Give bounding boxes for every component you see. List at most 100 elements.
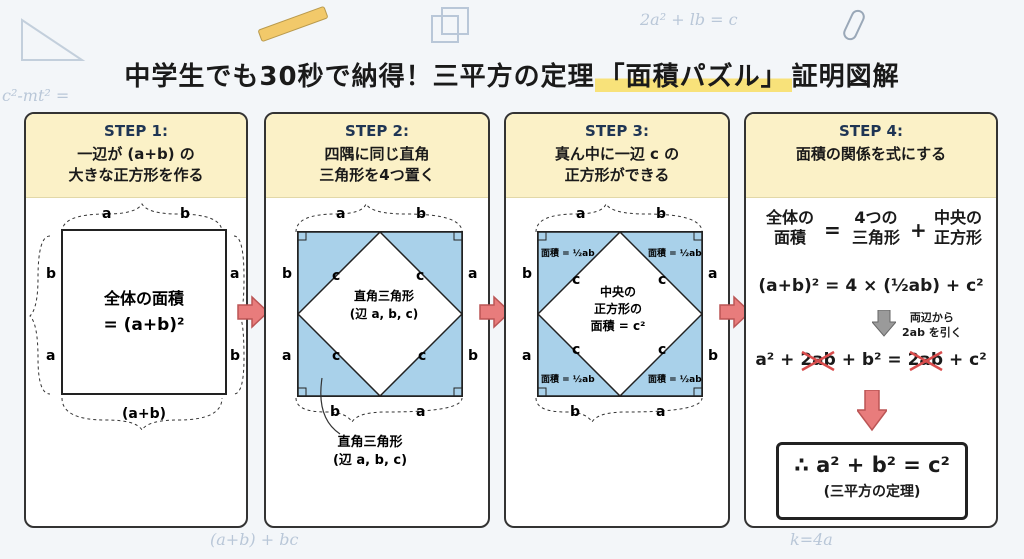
pencil-doodle bbox=[258, 6, 328, 42]
step4-body: 全体の 面積 = 4つの 三角形 + 中央の 正方形 (a+b)² = 4 × … bbox=[746, 198, 996, 524]
right-side-b: b bbox=[708, 348, 718, 364]
eq2-part-b: + b² = bbox=[835, 350, 908, 370]
arrow-right-icon bbox=[237, 295, 270, 329]
word-center-2: 正方形 bbox=[933, 228, 982, 247]
cancel-term-right: 2ab bbox=[908, 350, 943, 372]
step3-header: STEP 3: 真ん中に一辺 c の 正方形ができる bbox=[506, 114, 728, 198]
subtract-note: 両辺から 2ab を引く bbox=[902, 310, 962, 340]
arrow-down-icon bbox=[857, 390, 887, 432]
step1-label: STEP 1: bbox=[104, 122, 168, 140]
arrow-right-icon bbox=[719, 295, 752, 329]
step2-desc-line2: 三角形を4つ置く bbox=[319, 166, 435, 184]
step3-panel: STEP 3: 真ん中に一辺 c の 正方形ができる 面積 = ½ab 面積 =… bbox=[504, 112, 730, 528]
step2-panel: STEP 2: 四隅に同じ直角 三角形を4つ置く a b b a a b c c… bbox=[264, 112, 490, 528]
step1-panel: STEP 1: 一辺が (a+b) の 大きな正方形を作る a b b a a … bbox=[24, 112, 248, 528]
arrow-down-icon bbox=[872, 310, 896, 337]
subtract-note-1: 両辺から bbox=[909, 311, 954, 324]
formula-doodle: c²-mt² = bbox=[2, 86, 70, 105]
word-whole: 全体の 面積 bbox=[760, 208, 820, 248]
result-box: ∴ a² + b² = c² (三平方の定理) bbox=[776, 442, 968, 520]
left-side-a: a bbox=[282, 348, 291, 364]
word-triangles-2: 三角形 bbox=[851, 228, 900, 247]
hyp-c-4: c bbox=[418, 348, 426, 364]
step1-header: STEP 1: 一辺が (a+b) の 大きな正方形を作る bbox=[26, 114, 246, 198]
step1-diagram: a b b a a b 全体の面積 = (a+b)² (a+b) bbox=[29, 203, 245, 431]
tri-area-1: 面積 = ½ab bbox=[541, 247, 595, 259]
left-side-b: b bbox=[282, 266, 292, 282]
equation-cancel: a² + 2ab + b² = 2ab + c² bbox=[746, 350, 996, 372]
subtract-note-2: 2ab を引く bbox=[902, 326, 962, 339]
hyp-c-3: c bbox=[332, 348, 340, 364]
word-triangles-1: 4つの bbox=[854, 208, 898, 227]
word-center: 中央の 正方形 bbox=[926, 208, 990, 248]
triangle-label: 直角三角形 bbox=[354, 288, 414, 303]
word-plus: + bbox=[910, 218, 927, 242]
callout-label: 直角三角形 bbox=[337, 434, 402, 450]
whole-area-formula: = (a+b)² bbox=[103, 315, 184, 335]
right-side-a: a bbox=[468, 266, 477, 282]
tri-area-4: 面積 = ½ab bbox=[648, 373, 702, 385]
word-triangles: 4つの 三角形 bbox=[844, 208, 908, 248]
tri-area-3: 面積 = ½ab bbox=[541, 373, 595, 385]
word-center-1: 中央の bbox=[933, 208, 982, 227]
word-whole-1: 全体の bbox=[765, 208, 814, 227]
arrow-right-icon bbox=[479, 295, 512, 329]
hyp-c-2: c bbox=[658, 272, 666, 288]
step3-desc-line2: 正方形ができる bbox=[564, 166, 670, 184]
step2-diagram: a b b a a b c c c c 直角三角形 (辺 a, b, c) b … bbox=[282, 202, 478, 468]
step2-label: STEP 2: bbox=[345, 122, 409, 140]
step4-desc: 面積の関係を式にする bbox=[795, 145, 947, 163]
step3-diagram: 面積 = ½ab 面積 = ½ab 面積 = ½ab 面積 = ½ab a b … bbox=[522, 202, 718, 423]
left-side-b: b bbox=[522, 266, 532, 282]
hyp-c-1: c bbox=[572, 272, 580, 288]
cross-icon bbox=[908, 350, 943, 372]
eq2-part-c: + c² bbox=[943, 350, 987, 370]
top-side-b: b bbox=[416, 206, 426, 222]
word-equals: = bbox=[824, 218, 841, 242]
bottom-side-a: a bbox=[416, 404, 425, 420]
step1-desc-line2: 大きな正方形を作る bbox=[68, 166, 204, 184]
bottom-side-label: (a+b) bbox=[122, 406, 166, 422]
result-note: (三平方の定理) bbox=[823, 484, 921, 500]
top-side-a: a bbox=[336, 206, 345, 222]
paperclip-doodle bbox=[843, 9, 865, 41]
cross-icon bbox=[801, 350, 835, 372]
right-side-b: b bbox=[230, 348, 240, 364]
word-whole-2: 面積 bbox=[773, 228, 806, 247]
cancel-term-left: 2ab bbox=[800, 350, 836, 372]
page-title: 中学生でも30秒で納得！三平方の定理「面積パズル」証明図解 bbox=[0, 56, 1024, 93]
step3-desc-line1: 真ん中に一辺 c の bbox=[554, 145, 680, 163]
formula-doodle: k=4a bbox=[790, 530, 833, 549]
top-side-b: b bbox=[180, 206, 190, 222]
title-highlight: 「面積パズル」 bbox=[594, 62, 792, 92]
right-side-a: a bbox=[230, 266, 239, 282]
title-suffix: 証明図解 bbox=[791, 62, 900, 92]
step3-label: STEP 3: bbox=[585, 122, 649, 140]
step4-header: STEP 4: 面積の関係を式にする bbox=[746, 114, 996, 198]
right-side-a: a bbox=[708, 266, 717, 282]
step2-desc-line1: 四隅に同じ直角 bbox=[324, 145, 430, 163]
center-label-2: 正方形の bbox=[594, 301, 642, 316]
cube-doodle bbox=[431, 7, 469, 43]
bottom-side-a: a bbox=[656, 404, 665, 420]
title-prefix: 中学生でも30秒で納得！三平方の定理 bbox=[124, 62, 595, 92]
bottom-side-b: b bbox=[330, 404, 340, 420]
center-label-1: 中央の bbox=[600, 284, 636, 299]
eq2-part-a: a² + bbox=[755, 350, 801, 370]
hyp-c-3: c bbox=[572, 342, 580, 358]
ruler-triangle-doodle bbox=[21, 18, 86, 61]
equation-expanded: (a+b)² = 4 × (½ab) + c² bbox=[758, 276, 984, 296]
tri-area-2: 面積 = ½ab bbox=[648, 247, 702, 259]
formula-doodle: 2a² + lb = c bbox=[640, 10, 738, 29]
hyp-c-1: c bbox=[332, 268, 340, 284]
step2-header: STEP 2: 四隅に同じ直角 三角形を4つ置く bbox=[266, 114, 488, 198]
left-side-a: a bbox=[522, 348, 531, 364]
whole-area-label: 全体の面積 bbox=[103, 289, 185, 308]
bottom-side-b: b bbox=[570, 404, 580, 420]
top-side-a: a bbox=[576, 206, 585, 222]
step4-label: STEP 4: bbox=[839, 122, 903, 140]
step1-desc-line1: 一辺が (a+b) の bbox=[77, 145, 195, 163]
triangle-sides-label: (辺 a, b, c) bbox=[350, 307, 418, 321]
top-side-a: a bbox=[102, 206, 111, 222]
hyp-c-4: c bbox=[658, 342, 666, 358]
